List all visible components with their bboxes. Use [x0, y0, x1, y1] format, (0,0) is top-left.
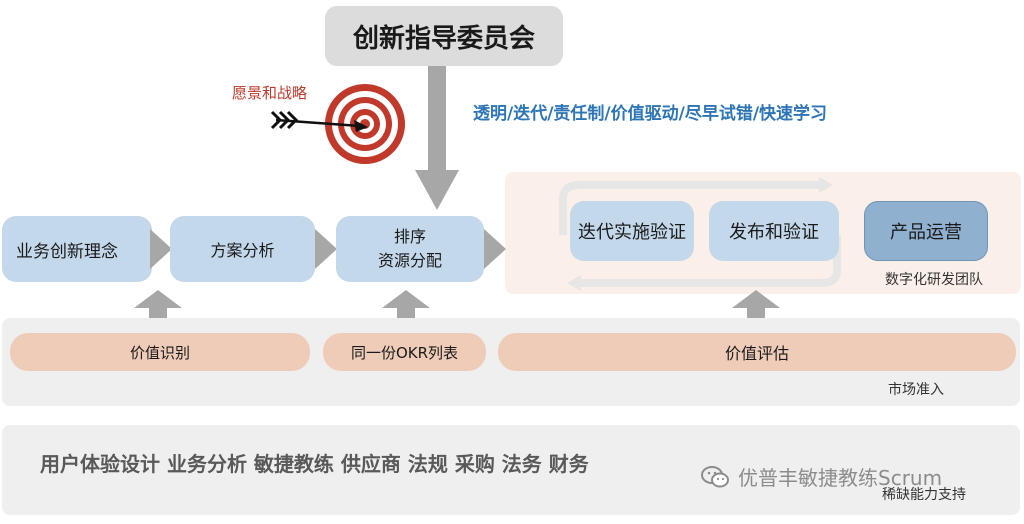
pill-value-identification: 价值识别	[10, 333, 310, 371]
arrow-icon	[270, 110, 368, 132]
step-iterative-validation: 迭代实施验证	[570, 201, 694, 261]
step-prioritize-line1: 排序	[393, 227, 426, 246]
step-product-operations: 产品运营	[864, 201, 988, 261]
pill-value-assessment: 价值评估	[498, 333, 1016, 371]
up-arrow-stem	[747, 308, 765, 318]
up-arrow-icon	[134, 290, 182, 308]
support-band	[2, 425, 1020, 515]
right-arrow-icon	[150, 229, 172, 269]
committee-down-arrow-head	[415, 170, 459, 210]
up-arrow-icon	[382, 290, 430, 308]
step-prioritize-line2: 资源分配	[377, 251, 442, 270]
step-release-validate: 发布和验证	[709, 201, 839, 261]
up-arrow-stem	[149, 308, 167, 318]
wechat-icon	[701, 465, 729, 487]
watermark: 优普丰敏捷教练Scrum	[700, 462, 942, 491]
step-business-innovation: 业务创新理念	[2, 216, 152, 282]
up-arrow-stem	[397, 308, 415, 318]
target-icon	[325, 84, 405, 164]
team-label: 数字化研发团队	[885, 272, 983, 288]
committee-down-arrow-shaft	[428, 66, 446, 172]
vision-label: 愿景和战略	[232, 84, 308, 102]
right-arrow-icon	[315, 229, 337, 269]
up-arrow-icon	[732, 290, 780, 308]
committee-box: 创新指导委员会	[325, 6, 563, 66]
step-solution-analysis: 方案分析	[170, 216, 315, 282]
watermark-text: 优普丰敏捷教练Scrum	[738, 466, 943, 490]
pill-okr-list: 同一份OKR列表	[323, 333, 486, 371]
cycle-loop-icon	[559, 177, 841, 291]
step-prioritize-allocate: 排序 资源分配	[336, 216, 484, 282]
principles-text: 透明/迭代/责任制/价值驱动/尽早试错/快速学习	[473, 104, 828, 124]
market-label: 市场准入	[888, 382, 944, 398]
support-label: 稀缺能力支持	[882, 487, 966, 503]
right-arrow-icon	[484, 229, 506, 269]
support-roles: 用户体验设计 业务分析 敏捷教练 供应商 法规 采购 法务 财务	[40, 452, 589, 476]
